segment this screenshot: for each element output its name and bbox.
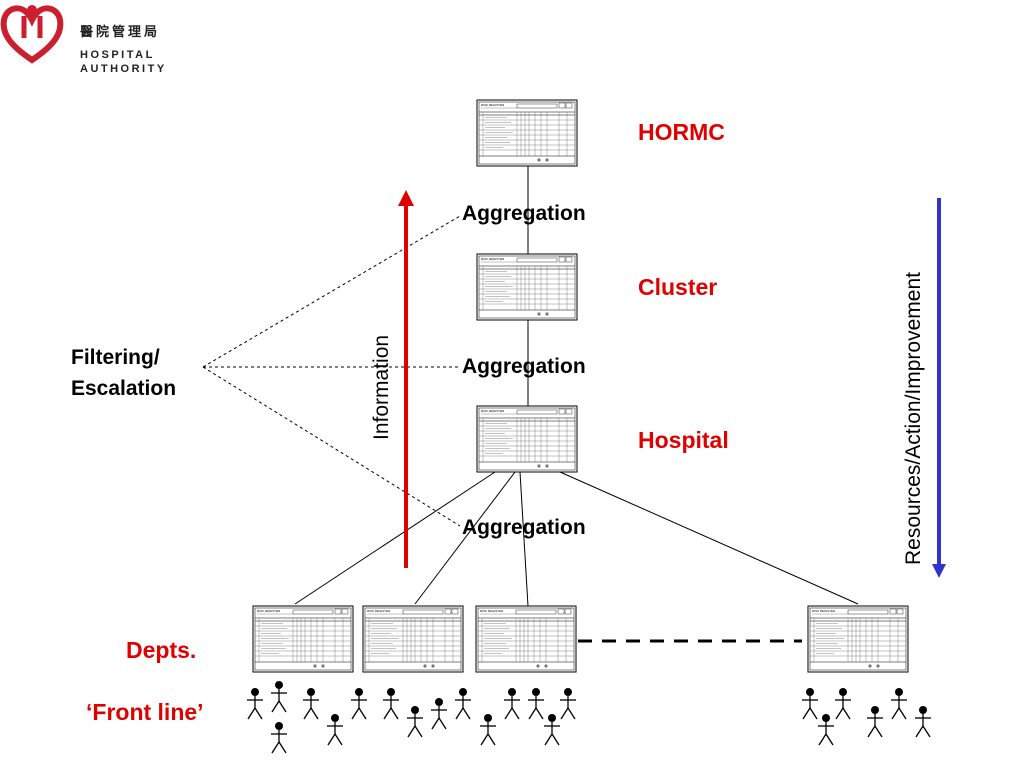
- logo-english-line1: HOSPITAL: [80, 49, 155, 61]
- level-label-hospital: Hospital: [638, 427, 729, 453]
- connector-hospital-dept-1: [294, 471, 496, 605]
- aggregation-label-middle: Aggregation: [462, 355, 586, 378]
- filtering-line-upper: [202, 215, 461, 368]
- staff-person-icon: [302, 687, 320, 720]
- heart-logo-icon: [0, 5, 64, 64]
- staff-person-icon: [866, 705, 884, 738]
- filtering-line-lower: [202, 366, 461, 527]
- staff-person-icon: [382, 687, 400, 720]
- level-label-front-line: ‘Front line’: [86, 699, 204, 725]
- staff-person-icon: [246, 687, 264, 720]
- aggregation-label-upper: Aggregation: [462, 202, 586, 225]
- logo-english-line2: AUTHORITY: [80, 63, 167, 75]
- staff-person-icon: [914, 705, 932, 738]
- connector-hospital-dept-2: [414, 471, 516, 605]
- level-label-cluster: Cluster: [638, 274, 717, 300]
- staff-person-icon: [479, 713, 497, 746]
- hospital-authority-logo: 醫院管理局 HOSPITAL AUTHORITY: [0, 5, 167, 75]
- spine-connector-bottom: [519, 471, 529, 607]
- staff-person-icon: [543, 713, 561, 746]
- information-arrow-head-icon: [398, 190, 414, 206]
- aggregation-label-lower: Aggregation: [462, 516, 586, 539]
- staff-person-icon: [834, 687, 852, 720]
- staff-person-icon: [326, 713, 344, 746]
- front-line-staff-group: [246, 680, 932, 754]
- staff-person-icon: [270, 680, 288, 713]
- register-doc-dept-3: [475, 605, 577, 673]
- register-doc-dept-2: [362, 605, 464, 673]
- staff-person-icon: [454, 687, 472, 720]
- information-label: Information: [370, 335, 393, 440]
- resources-arrow-head-icon: [932, 564, 946, 578]
- level-label-depts: Depts.: [126, 637, 196, 663]
- staff-person-icon: [527, 687, 545, 720]
- register-doc-cluster: [476, 253, 578, 321]
- level-label-hormc: HORMC: [638, 119, 725, 145]
- staff-person-icon: [430, 697, 448, 730]
- staff-person-icon: [890, 687, 908, 720]
- staff-person-icon: [801, 687, 819, 720]
- escalation-label: Escalation: [71, 377, 176, 400]
- resources-label: Resources/Action/Improvement: [902, 272, 925, 565]
- logo-chinese-name: 醫院管理局: [80, 24, 160, 40]
- staff-person-icon: [817, 713, 835, 746]
- filtering-label: Filtering/: [71, 346, 160, 369]
- staff-person-icon: [503, 687, 521, 720]
- staff-person-icon: [350, 687, 368, 720]
- register-doc-hospital: [476, 405, 578, 473]
- staff-person-icon: [559, 687, 577, 720]
- register-doc-dept-4: [807, 605, 909, 673]
- staff-person-icon: [270, 721, 288, 754]
- staff-person-icon: [406, 705, 424, 738]
- register-doc-hormc: [476, 99, 578, 167]
- register-doc-dept-1: [252, 605, 354, 673]
- connector-hospital-dept-4: [559, 471, 859, 605]
